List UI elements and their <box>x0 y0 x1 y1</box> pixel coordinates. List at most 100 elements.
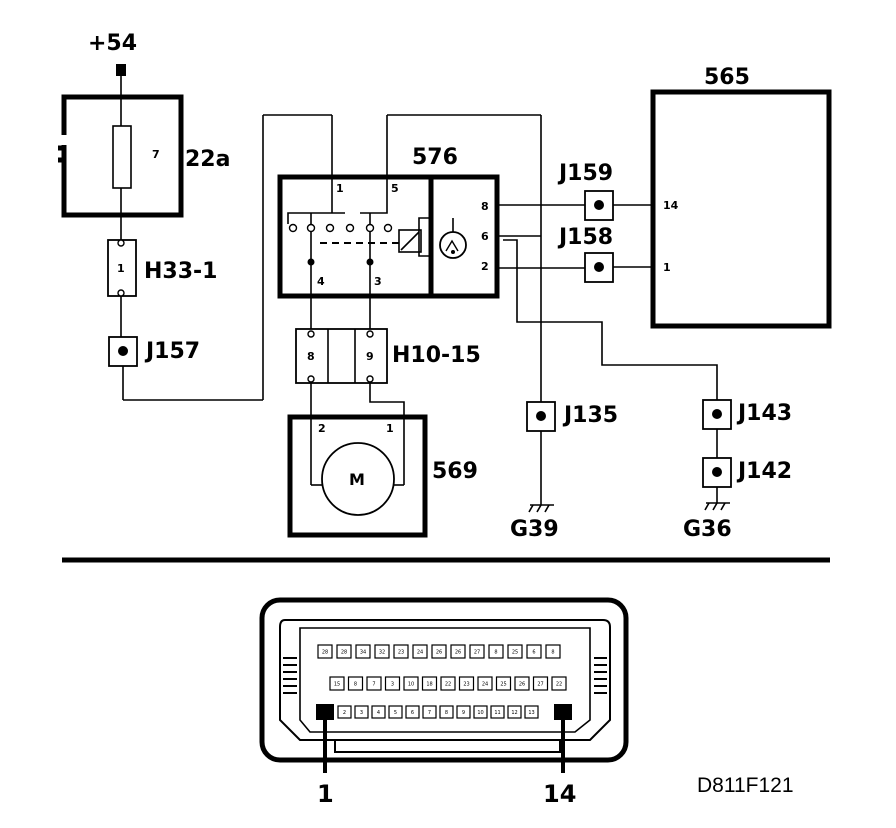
connector-cavity <box>477 676 493 691</box>
connector-cavity-label: 18 <box>426 682 432 688</box>
connector-cavity <box>403 676 419 691</box>
connector-cavity-label: 8 <box>494 650 497 656</box>
connector-cavity-label: 28 <box>341 650 347 656</box>
connector-cavity <box>495 676 512 691</box>
connector-cavity <box>431 644 447 659</box>
fuse-number: 7 <box>152 148 160 161</box>
connector-cavity <box>473 705 488 719</box>
relay-pin4: 4 <box>317 275 325 288</box>
connector-cavity <box>388 705 403 719</box>
connector-cavity <box>458 676 475 691</box>
connector-cavity-label: 10 <box>408 682 414 688</box>
connector-cavity <box>347 676 364 691</box>
connector-cavity <box>405 705 420 719</box>
connector-cavity-label: 8 <box>551 650 554 656</box>
connector-cavity <box>439 705 454 719</box>
connector-cavity-label: 4 <box>377 710 380 716</box>
motor-box <box>287 414 428 538</box>
connector-cavity-label: 2 <box>343 710 346 716</box>
connector-cavity <box>355 644 371 659</box>
connector-cavity <box>456 705 471 719</box>
h10-connector <box>295 328 388 384</box>
relay-pin3: 3 <box>374 275 382 288</box>
connector-cavity <box>393 644 409 659</box>
connector-cavity-label: 25 <box>512 650 518 656</box>
relay-pin8: 8 <box>481 200 489 213</box>
connector-cavity-label: 3 <box>360 710 363 716</box>
connector-cavity-label: 8 <box>445 710 448 716</box>
connector-cavity-label: 6 <box>411 710 414 716</box>
connector-cavity-label: 27 <box>537 682 543 688</box>
relay-box <box>277 174 500 299</box>
connector-cavity-label: 9 <box>462 710 465 716</box>
motor-icon <box>321 442 395 516</box>
connector-pin-1-marker <box>316 704 334 720</box>
connector-cavity <box>412 644 428 659</box>
j157-label: J157 <box>144 339 200 364</box>
connector-cavity <box>545 644 561 659</box>
fuse-element <box>112 125 132 189</box>
relay-pin6: 6 <box>481 230 489 243</box>
connector-cavity-label: 6 <box>532 650 535 656</box>
connector-cavity-label: 32 <box>379 650 385 656</box>
g39-ground-icon <box>528 504 554 513</box>
connector-cavity-label: 25 <box>500 682 506 688</box>
j143-label: J143 <box>736 401 792 426</box>
connector-cavity <box>490 705 505 719</box>
motor-pin2: 2 <box>318 422 326 435</box>
connector-cavity-label: 11 <box>494 710 500 716</box>
connector-cavity <box>366 676 382 691</box>
connector-cavity-label: 24 <box>482 682 488 688</box>
h10-pin-left: 8 <box>307 350 315 363</box>
g36-label: G36 <box>683 517 732 542</box>
connector-cavity <box>551 676 567 691</box>
connector-cavity-label: 28 <box>322 650 328 656</box>
connector-cavity-label: 26 <box>436 650 442 656</box>
j159-label: J159 <box>557 161 613 186</box>
connector-cavity-label: 27 <box>474 650 480 656</box>
connector-cavity <box>374 644 390 659</box>
connector-cavity <box>337 705 352 719</box>
h10-label: H10-15 <box>392 343 481 368</box>
connector-cavity-label: 23 <box>398 650 404 656</box>
ecu-label: 565 <box>704 65 750 90</box>
connector-cavity-label: 26 <box>455 650 461 656</box>
motor-symbol: M <box>349 470 365 489</box>
connector-cavity-label: 5 <box>394 710 397 716</box>
connector-cavity <box>469 644 485 659</box>
connector-cavity <box>488 644 504 659</box>
supply-label: +54 <box>88 31 137 56</box>
connector-cavity-label: 10 <box>477 710 483 716</box>
connector-row-3: 2 3 4 5 6 7 8 9 10 11 12 13 <box>337 705 539 719</box>
g39-label: G39 <box>510 517 559 542</box>
connector-cavity <box>514 676 530 691</box>
h33-label: H33-1 <box>144 259 217 284</box>
figure-code: D811F121 <box>697 774 794 797</box>
connector-cavity <box>524 705 539 719</box>
connector-cavity-label: 7 <box>372 682 375 688</box>
connector-cavity-label: 34 <box>360 650 366 656</box>
connector-cavity-label: 7 <box>428 710 431 716</box>
connector-cavity <box>317 644 333 659</box>
fuse-box <box>61 94 184 218</box>
connector-cavity <box>532 676 549 691</box>
g36-ground-icon <box>704 502 730 511</box>
connector-cavity <box>507 705 522 719</box>
supply-terminal <box>116 64 126 76</box>
connector-cavity-label: 22 <box>556 682 562 688</box>
j158-label: J158 <box>557 225 613 250</box>
callout-pin-1: 1 <box>317 780 334 808</box>
j135-label: J135 <box>562 403 618 428</box>
connector-cavity <box>421 676 438 691</box>
connector-cavity-label: 13 <box>528 710 534 716</box>
connector-cavity <box>371 705 386 719</box>
h33-pin: 1 <box>117 262 125 275</box>
connector-cavity-label: 12 <box>511 710 517 716</box>
connector-pin-14-marker <box>554 704 572 720</box>
connector-cavity <box>329 676 345 691</box>
connector-cavity <box>384 676 401 691</box>
